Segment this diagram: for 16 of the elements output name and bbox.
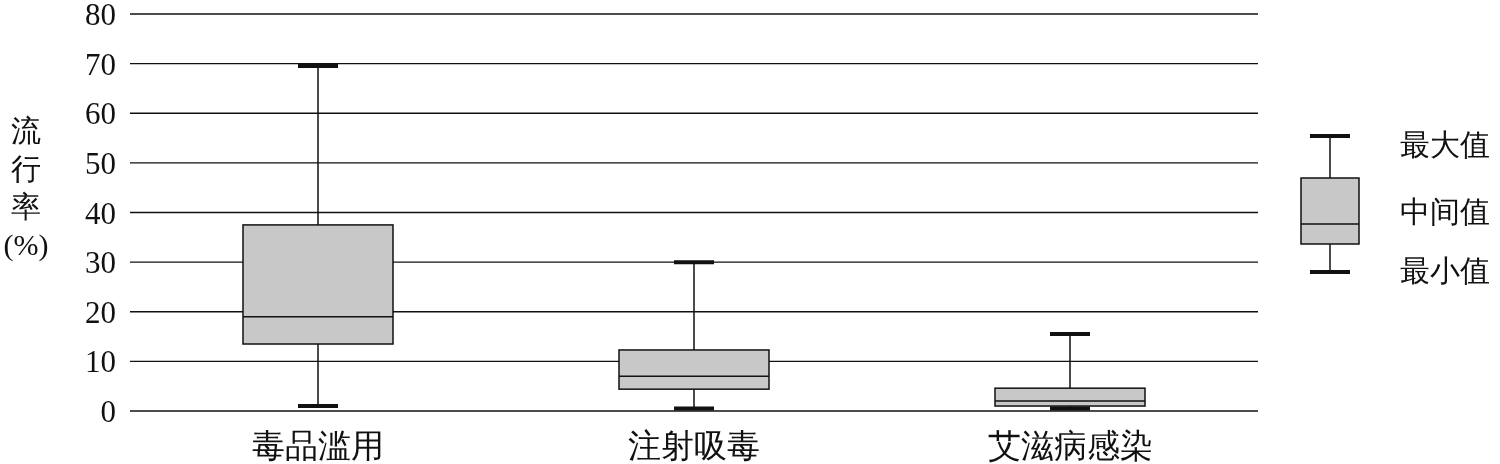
axis-tick-label: 10 <box>85 344 116 380</box>
category-label: 注射吸毒 <box>628 428 760 464</box>
axis-tick-label: 50 <box>85 145 116 181</box>
axis-tick-label: 20 <box>85 294 116 330</box>
axis-tick-label: 80 <box>85 0 116 32</box>
legend-label: 中间值 <box>1400 195 1490 228</box>
axis-tick-label: 0 <box>100 394 116 429</box>
axis-tick-label: 30 <box>85 245 116 281</box>
legend-label: 最小值 <box>1400 254 1490 287</box>
axis-tick-label: 40 <box>85 195 116 231</box>
legend-label: 最大值 <box>1400 128 1490 161</box>
axis-title: 流行率(%) <box>2 113 50 263</box>
axis-tick-label: 60 <box>85 96 116 132</box>
category-label: 毒品滥用 <box>252 428 384 464</box>
axis-tick-label: 70 <box>85 46 116 82</box>
category-label: 艾滋病感染 <box>987 428 1153 464</box>
